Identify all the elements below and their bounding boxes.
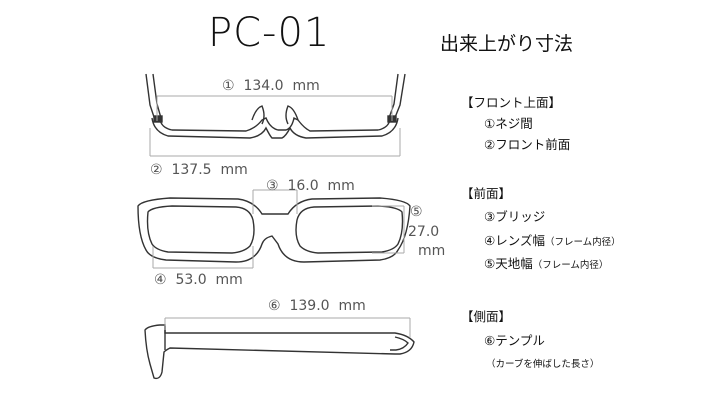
- dim6-label: ⑥ 139.0 mm: [268, 298, 366, 314]
- front-view: [137, 197, 411, 263]
- legend-front-top-heading: 【フロント上面】: [461, 95, 562, 110]
- legend-item-lens-width: ④レンズ幅（フレーム内径）: [484, 233, 621, 248]
- legend-item-temple: ⑥テンプル: [484, 333, 545, 348]
- top-dimension-lines: [149, 95, 401, 157]
- top-front-inner: [159, 116, 391, 132]
- front-left-lens: [146, 205, 255, 254]
- side-temple-tip: [390, 336, 409, 351]
- top-nose-pad-left: [251, 105, 265, 125]
- legend-temple-note: （カーブを伸ばした長さ）: [486, 359, 600, 370]
- diagram-subtitle: 出来上がり寸法: [440, 33, 574, 55]
- front-frame-outer: [137, 197, 411, 263]
- legend-front-heading: 【前面】: [461, 186, 512, 201]
- legend-lens-height-note: （フレーム内径）: [532, 260, 609, 271]
- legend-item-front-width: ②フロント前面: [484, 137, 571, 152]
- legend-item-screw-distance: ①ネジ間: [484, 116, 533, 131]
- dim4-label: ④ 53.0 mm: [154, 272, 243, 288]
- top-left-hinge-screw: [153, 115, 163, 123]
- top-front-outer: [151, 117, 399, 139]
- dim5-num: ⑤: [410, 204, 423, 220]
- front-right-lens: [295, 205, 404, 254]
- model-title: PC-01: [208, 10, 331, 56]
- top-right-temple: [393, 73, 406, 121]
- legend-item-lens-height: ⑤天地幅（フレーム内径）: [484, 256, 609, 271]
- dim5-unit: mm: [418, 243, 446, 259]
- dim5-value: 27.0: [408, 224, 440, 240]
- side-frame: [144, 324, 415, 380]
- top-right-temple-inner: [388, 73, 399, 119]
- side-dimension-lines: [164, 317, 411, 338]
- side-view: [144, 324, 415, 380]
- legend-lens-width-note: （フレーム内径）: [544, 237, 621, 248]
- top-view: [145, 73, 406, 139]
- legend-side-heading: 【側面】: [461, 309, 512, 324]
- dim1-label: ① 134.0 mm: [222, 78, 320, 94]
- top-nose-pad-right: [285, 105, 299, 125]
- legend-item-bridge: ③ブリッジ: [484, 209, 546, 224]
- dim3-label: ③ 16.0 mm: [266, 178, 355, 194]
- top-left-temple: [145, 73, 156, 121]
- dim2-label: ② 137.5 mm: [150, 162, 248, 178]
- front-dimension-lines: [152, 189, 405, 269]
